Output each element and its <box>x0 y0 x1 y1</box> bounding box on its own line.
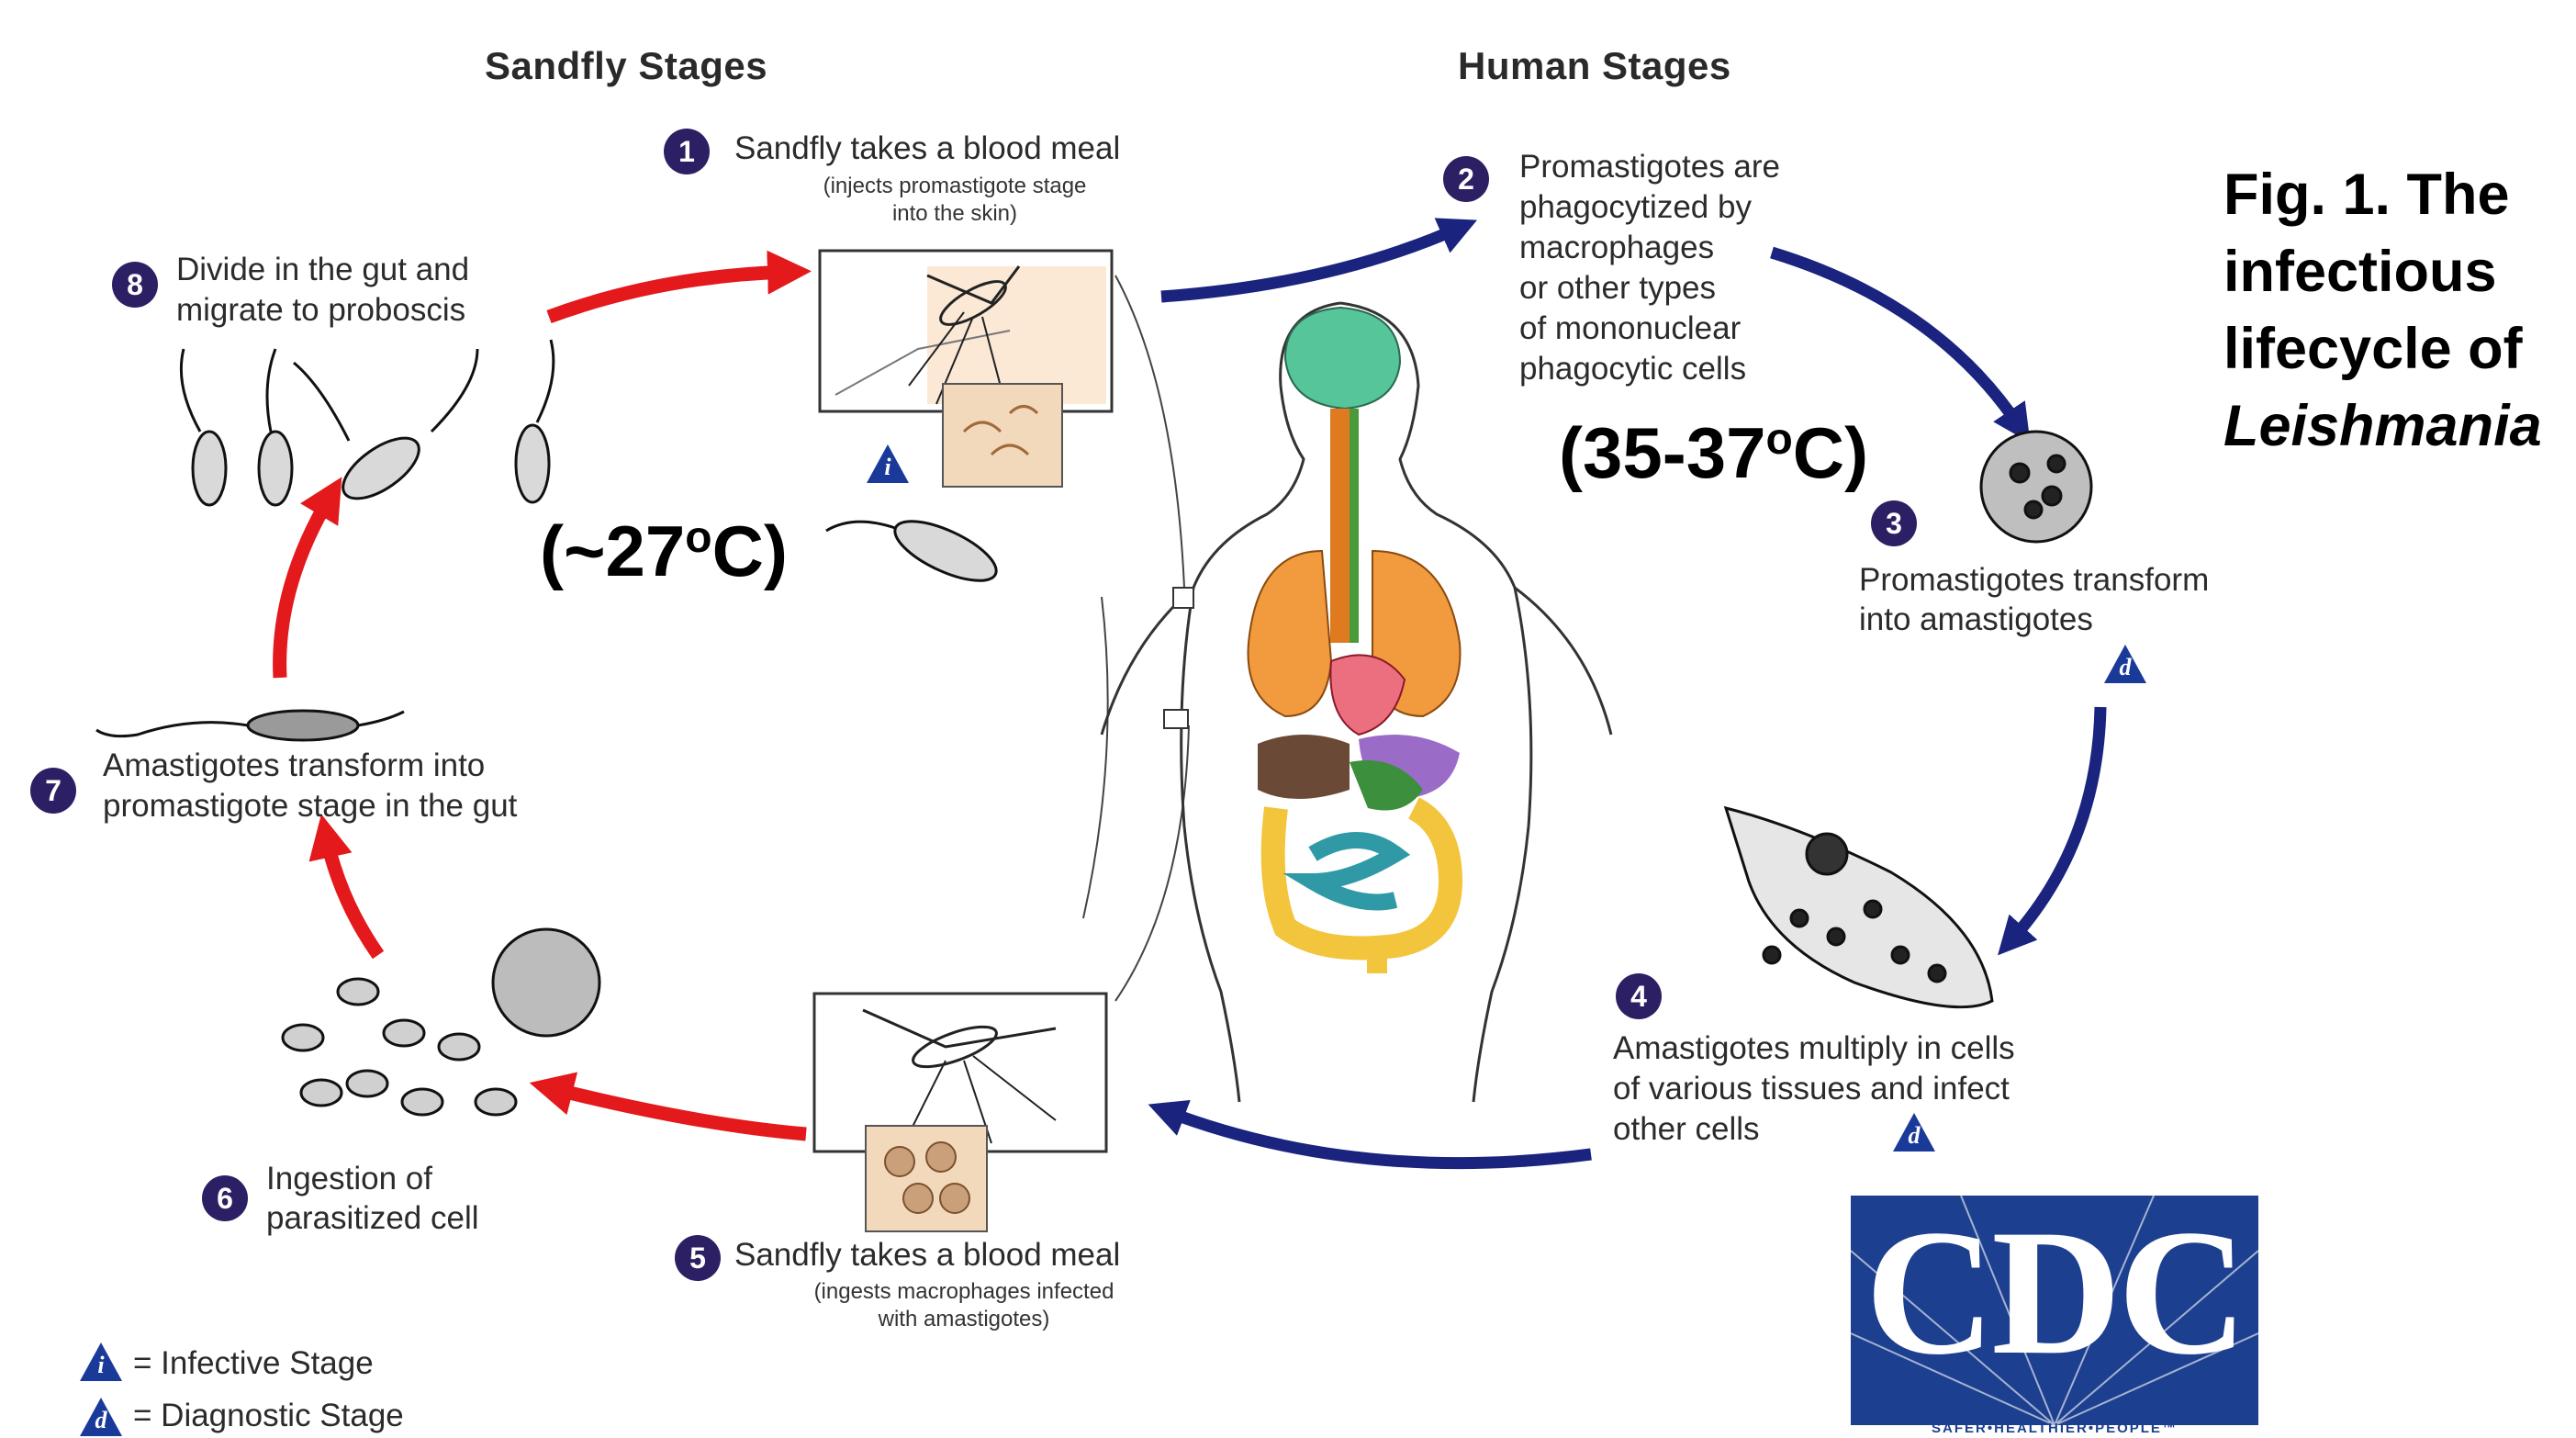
cdc-logo-text: CDC <box>1851 1201 2258 1385</box>
step-8-line-2: migrate to proboscis <box>176 290 465 330</box>
human-temperature: (35-37oC) <box>1559 411 1868 495</box>
diagnostic-stage-marker-icon: d <box>2102 643 2148 685</box>
step-4-badge: 4 <box>1616 973 1662 1019</box>
step-5-badge: 5 <box>675 1235 721 1281</box>
step-2-badge: 2 <box>1443 156 1489 202</box>
step-5-sub-2: with amastigotes) <box>725 1306 1203 1333</box>
step-7-line-2: promastigote stage in the gut <box>103 786 517 826</box>
arrow-7-to-8 <box>280 496 330 678</box>
cdc-logo: CDC <box>1851 1196 2258 1425</box>
step-6-line-2: parasitized cell <box>266 1198 479 1238</box>
figure-caption: Fig. 1. The infectious lifecycle of Leis… <box>2223 156 2542 465</box>
step-2-line-6: phagocytic cells <box>1519 349 1746 388</box>
step-4-line-1: Amastigotes multiply in cells <box>1613 1028 2015 1068</box>
step-1-sub-2: into the skin) <box>725 200 1184 228</box>
step-4-line-2: of various tissues and infect <box>1613 1069 2010 1108</box>
human-body-figure <box>1102 303 1611 1102</box>
step-6-line-1: Ingestion of <box>266 1159 432 1198</box>
step-2-line-5: of mononuclear <box>1519 309 1741 348</box>
infected-tissue-cell <box>1726 808 1992 1007</box>
step-2-line-2: phagocytized by <box>1519 187 1752 227</box>
arrow-6-to-7 <box>326 836 378 955</box>
arrow-3-to-4 <box>2010 707 2100 941</box>
step-6-badge: 6 <box>202 1175 248 1221</box>
human-stages-header: Human Stages <box>1458 44 1731 88</box>
legend-diagnostic-icon: d <box>78 1396 124 1438</box>
step-4-line-3: other cells <box>1613 1109 1760 1149</box>
step-7-badge: 7 <box>30 768 76 814</box>
step-1-sub-1: (injects promastigote stage <box>725 173 1184 200</box>
diagnostic-stage-marker-icon: d <box>1891 1111 1937 1153</box>
promastigote-injected <box>826 510 1004 593</box>
amastigote-transforming <box>96 711 404 740</box>
cdc-tagline: SAFER•HEALTHIER•PEOPLE™ <box>1851 1421 2258 1436</box>
step-1-title: Sandfly takes a blood meal <box>734 129 1120 168</box>
legend-infective-icon: i <box>78 1341 124 1383</box>
arrow-2-to-3 <box>1772 253 2020 427</box>
legend-diagnostic-label: = Diagnostic Stage <box>133 1398 404 1434</box>
legend-infective-label: = Infective Stage <box>133 1345 374 1382</box>
step-8-line-1: Divide in the gut and <box>176 250 469 289</box>
sandfly-temperature: (~27oC) <box>540 510 788 593</box>
sandfly-stages-header: Sandfly Stages <box>485 44 767 88</box>
step-5-sub-1: (ingests macrophages infected <box>725 1278 1203 1306</box>
arrow-4-to-5 <box>1166 1111 1591 1163</box>
step-3-badge: 3 <box>1871 500 1917 546</box>
step-2-line-3: macrophages <box>1519 228 1714 267</box>
arrow-5-to-6 <box>551 1088 806 1134</box>
step-2-line-4: or other types <box>1519 268 1716 308</box>
step-8-badge: 8 <box>112 262 158 308</box>
step-3-line-1: Promastigotes transform <box>1859 560 2209 600</box>
sandfly-bite-image <box>820 251 1112 487</box>
step-2-line-1: Promastigotes are <box>1519 147 1780 186</box>
promastigotes-in-gut <box>181 340 553 511</box>
sandfly-feeding-image <box>814 994 1106 1231</box>
arrow-8-to-1 <box>549 272 790 317</box>
step-7-line-1: Amastigotes transform into <box>103 746 485 785</box>
step-3-line-2: into amastigotes <box>1859 600 2093 639</box>
step-5-title: Sandfly takes a blood meal <box>734 1235 1120 1275</box>
arrow-1-to-2 <box>1161 228 1460 297</box>
infective-stage-marker-icon: i <box>865 443 911 485</box>
step-1-badge: 1 <box>664 129 710 174</box>
macrophage-cell <box>1981 432 2091 542</box>
